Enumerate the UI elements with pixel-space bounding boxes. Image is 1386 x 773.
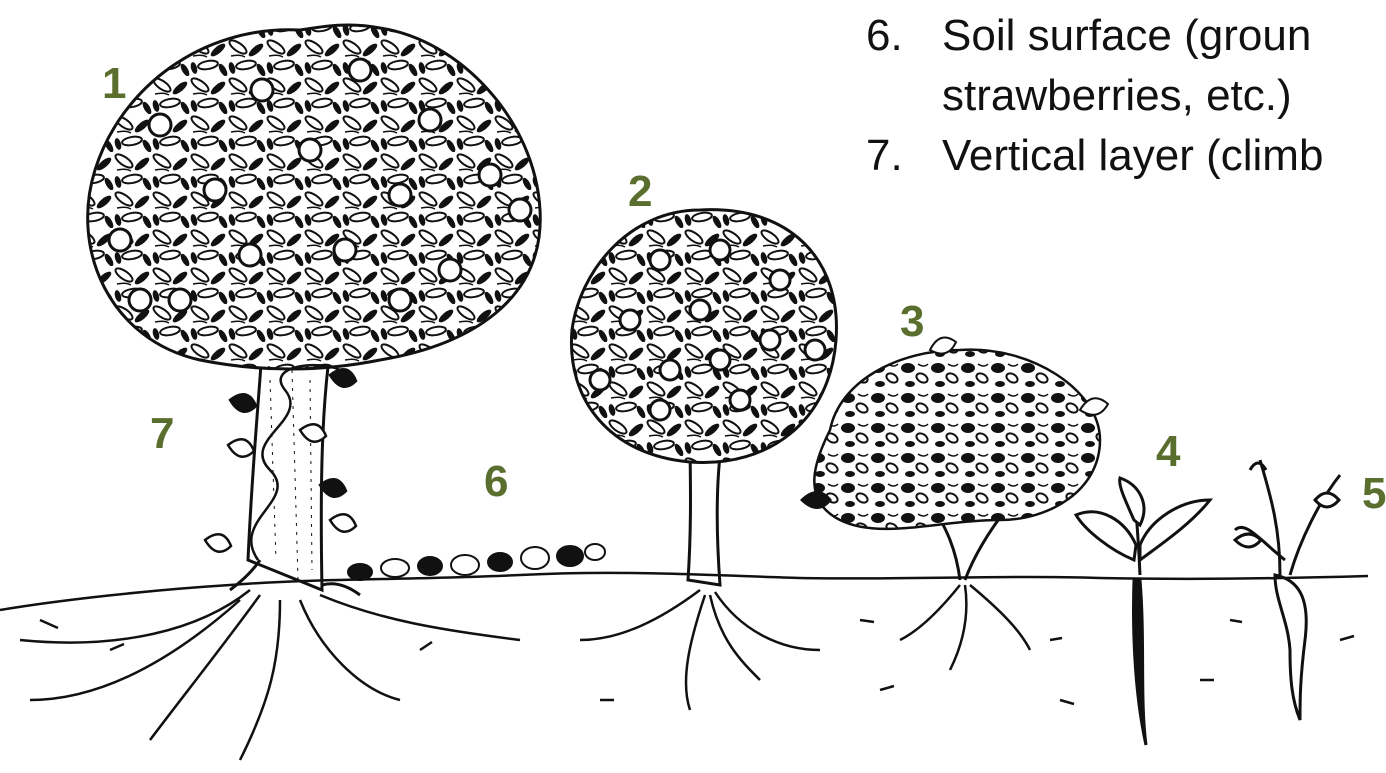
ground-cover — [348, 544, 605, 580]
legend-item-6-continued: strawberries, etc.) — [866, 66, 1386, 126]
label-layer-1: 1 — [102, 62, 126, 106]
shrub — [800, 338, 1108, 581]
low-tree — [571, 210, 836, 585]
label-layer-2: 2 — [628, 170, 652, 214]
label-layer-6: 6 — [484, 460, 508, 504]
legend-item-6: 6. Soil surface (groun — [866, 6, 1386, 66]
legend-item-number: 6. — [866, 6, 942, 66]
label-layer-3: 3 — [900, 300, 924, 344]
canopy-tree — [88, 25, 541, 595]
legend-item-text: strawberries, etc.) — [942, 66, 1292, 126]
label-layer-4: 4 — [1156, 430, 1180, 474]
legend-item-7: 7. Vertical layer (climb — [866, 126, 1386, 186]
legend-item-text: Soil surface (groun — [942, 6, 1311, 66]
legend-item-number: 7. — [866, 126, 942, 186]
label-layer-7: 7 — [150, 412, 174, 456]
legend-item-text: Vertical layer (climb — [942, 126, 1323, 186]
label-layer-5: 5 — [1362, 472, 1386, 516]
layer-legend: 6. Soil surface (groun strawberries, etc… — [866, 6, 1386, 186]
herb-plant — [1076, 478, 1210, 745]
root-crop-plant — [1235, 460, 1340, 720]
ground-and-roots — [0, 573, 1368, 760]
